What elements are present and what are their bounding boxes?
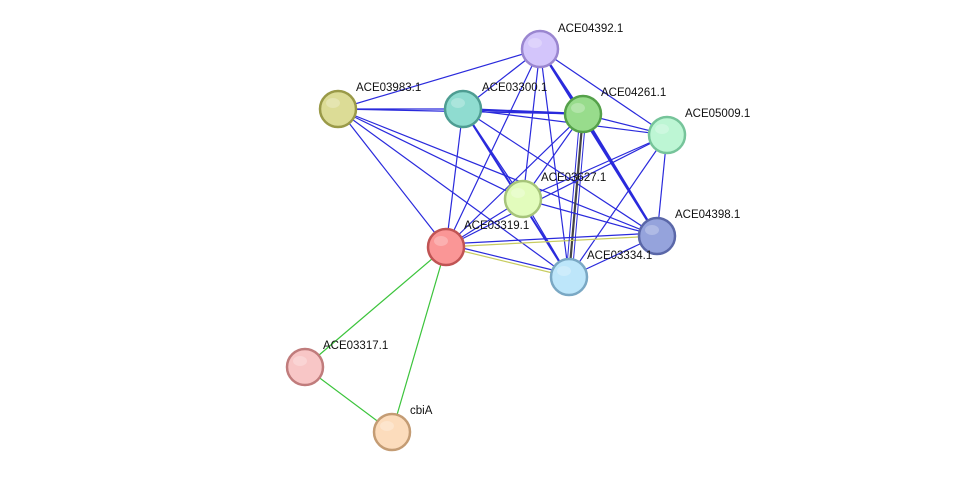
edge-ACE03983.1-ACE04398.1 [337,108,658,237]
edge-ACE03300.1-ACE05009.1 [462,108,668,136]
edge-ACE04392.1-ACE05009.1 [539,48,668,136]
edge-ACE04392.1-ACE03334.1 [539,48,570,278]
edge-ACE04392.1-ACE03319.1 [445,48,541,248]
node-highlight [293,356,307,366]
edge-extra-ACE03319.1-ACE03334.1 [445,243,570,275]
node-ACE04392.1[interactable]: ACE04392.1 [520,23,623,69]
node-ACE04398.1[interactable]: ACE04398.1 [637,209,740,256]
node-circle[interactable] [426,227,466,267]
node-circle[interactable] [637,216,677,256]
node-highlight [571,103,585,113]
node-highlight [451,98,465,108]
node-highlight [326,98,340,108]
edge-ACE03319.1-ACE03334.1 [445,246,570,278]
node-label: ACE03983.1 [356,82,421,94]
edge-ACE05009.1-ACE03627.1 [522,134,668,200]
edge-extra-ACE03319.1-ACE04398.1 [445,232,658,245]
node-ACE05009.1[interactable]: ACE05009.1 [647,108,750,155]
edge-ACE05009.1-ACE03319.1 [445,134,668,248]
node-label: ACE03627.1 [541,172,606,184]
node-label: ACE03300.1 [482,82,547,94]
edge-ACE03319.1-ACE03317.1 [304,246,447,368]
node-circle[interactable] [285,347,325,387]
node-ACE04261.1[interactable]: ACE04261.1 [563,87,666,134]
edge-ACE03983.1-ACE03334.1 [337,108,570,278]
node-ACE03319.1[interactable]: ACE03319.1 [426,220,529,267]
node-highlight [434,236,448,246]
edge-ACE05009.1-ACE03334.1 [568,134,668,278]
node-circle[interactable] [318,89,358,129]
node-label: ACE03317.1 [323,340,388,352]
node-circle[interactable] [563,94,603,134]
node-circle[interactable] [443,89,483,129]
node-highlight [528,38,542,48]
edge-layer [304,48,668,433]
node-circle[interactable] [647,115,687,155]
node-circle[interactable] [372,412,412,452]
edge-ACE03627.1-ACE04398.1 [522,198,658,237]
edge-ACE03300.1-ACE04398.1 [462,108,658,237]
node-ACE03300.1[interactable]: ACE03300.1 [443,82,547,129]
edge-ACE03300.1-ACE04261.1 [462,107,584,116]
node-cbiA[interactable]: cbiA [372,405,433,452]
node-highlight [645,225,659,235]
edge-ACE04261.1-ACE03334.1 [567,113,585,278]
node-ACE03627.1[interactable]: ACE03627.1 [503,172,606,219]
node-label: ACE04392.1 [558,23,623,35]
node-ACE03983.1[interactable]: ACE03983.1 [318,82,421,129]
edge-ACE04392.1-ACE03983.1 [337,48,541,110]
edge-ACE04261.1-ACE04398.1 [582,113,658,237]
node-highlight [380,421,394,431]
edge-extra-ACE04261.1-ACE03334.1 [565,113,581,278]
node-ACE03317.1[interactable]: ACE03317.1 [285,340,388,387]
edge-ACE04392.1-ACE03627.1 [522,48,541,200]
edge-ACE04398.1-ACE03319.1 [445,235,658,248]
node-highlight [655,124,669,134]
node-ACE03334.1[interactable]: ACE03334.1 [549,250,652,297]
node-label: ACE03334.1 [587,250,652,262]
node-highlight [557,266,571,276]
node-highlight [511,188,525,198]
node-label: ACE04261.1 [601,87,666,99]
node-circle[interactable] [520,29,560,69]
edge-ACE03319.1-cbiA [391,246,447,433]
edge-ACE04261.1-ACE03319.1 [445,113,584,248]
edge-ACE03983.1-ACE03627.1 [337,108,524,200]
node-label: ACE03319.1 [464,220,529,232]
node-circle[interactable] [549,257,589,297]
node-label: ACE04398.1 [675,209,740,221]
edge-ACE03983.1-ACE03319.1 [337,108,447,248]
edge-extra-ACE04261.1-ACE03334.1 [571,113,587,278]
node-label: ACE05009.1 [685,108,750,120]
edge-ACE03300.1-ACE03319.1 [445,108,464,248]
node-label: cbiA [410,405,433,417]
node-circle[interactable] [503,179,543,219]
